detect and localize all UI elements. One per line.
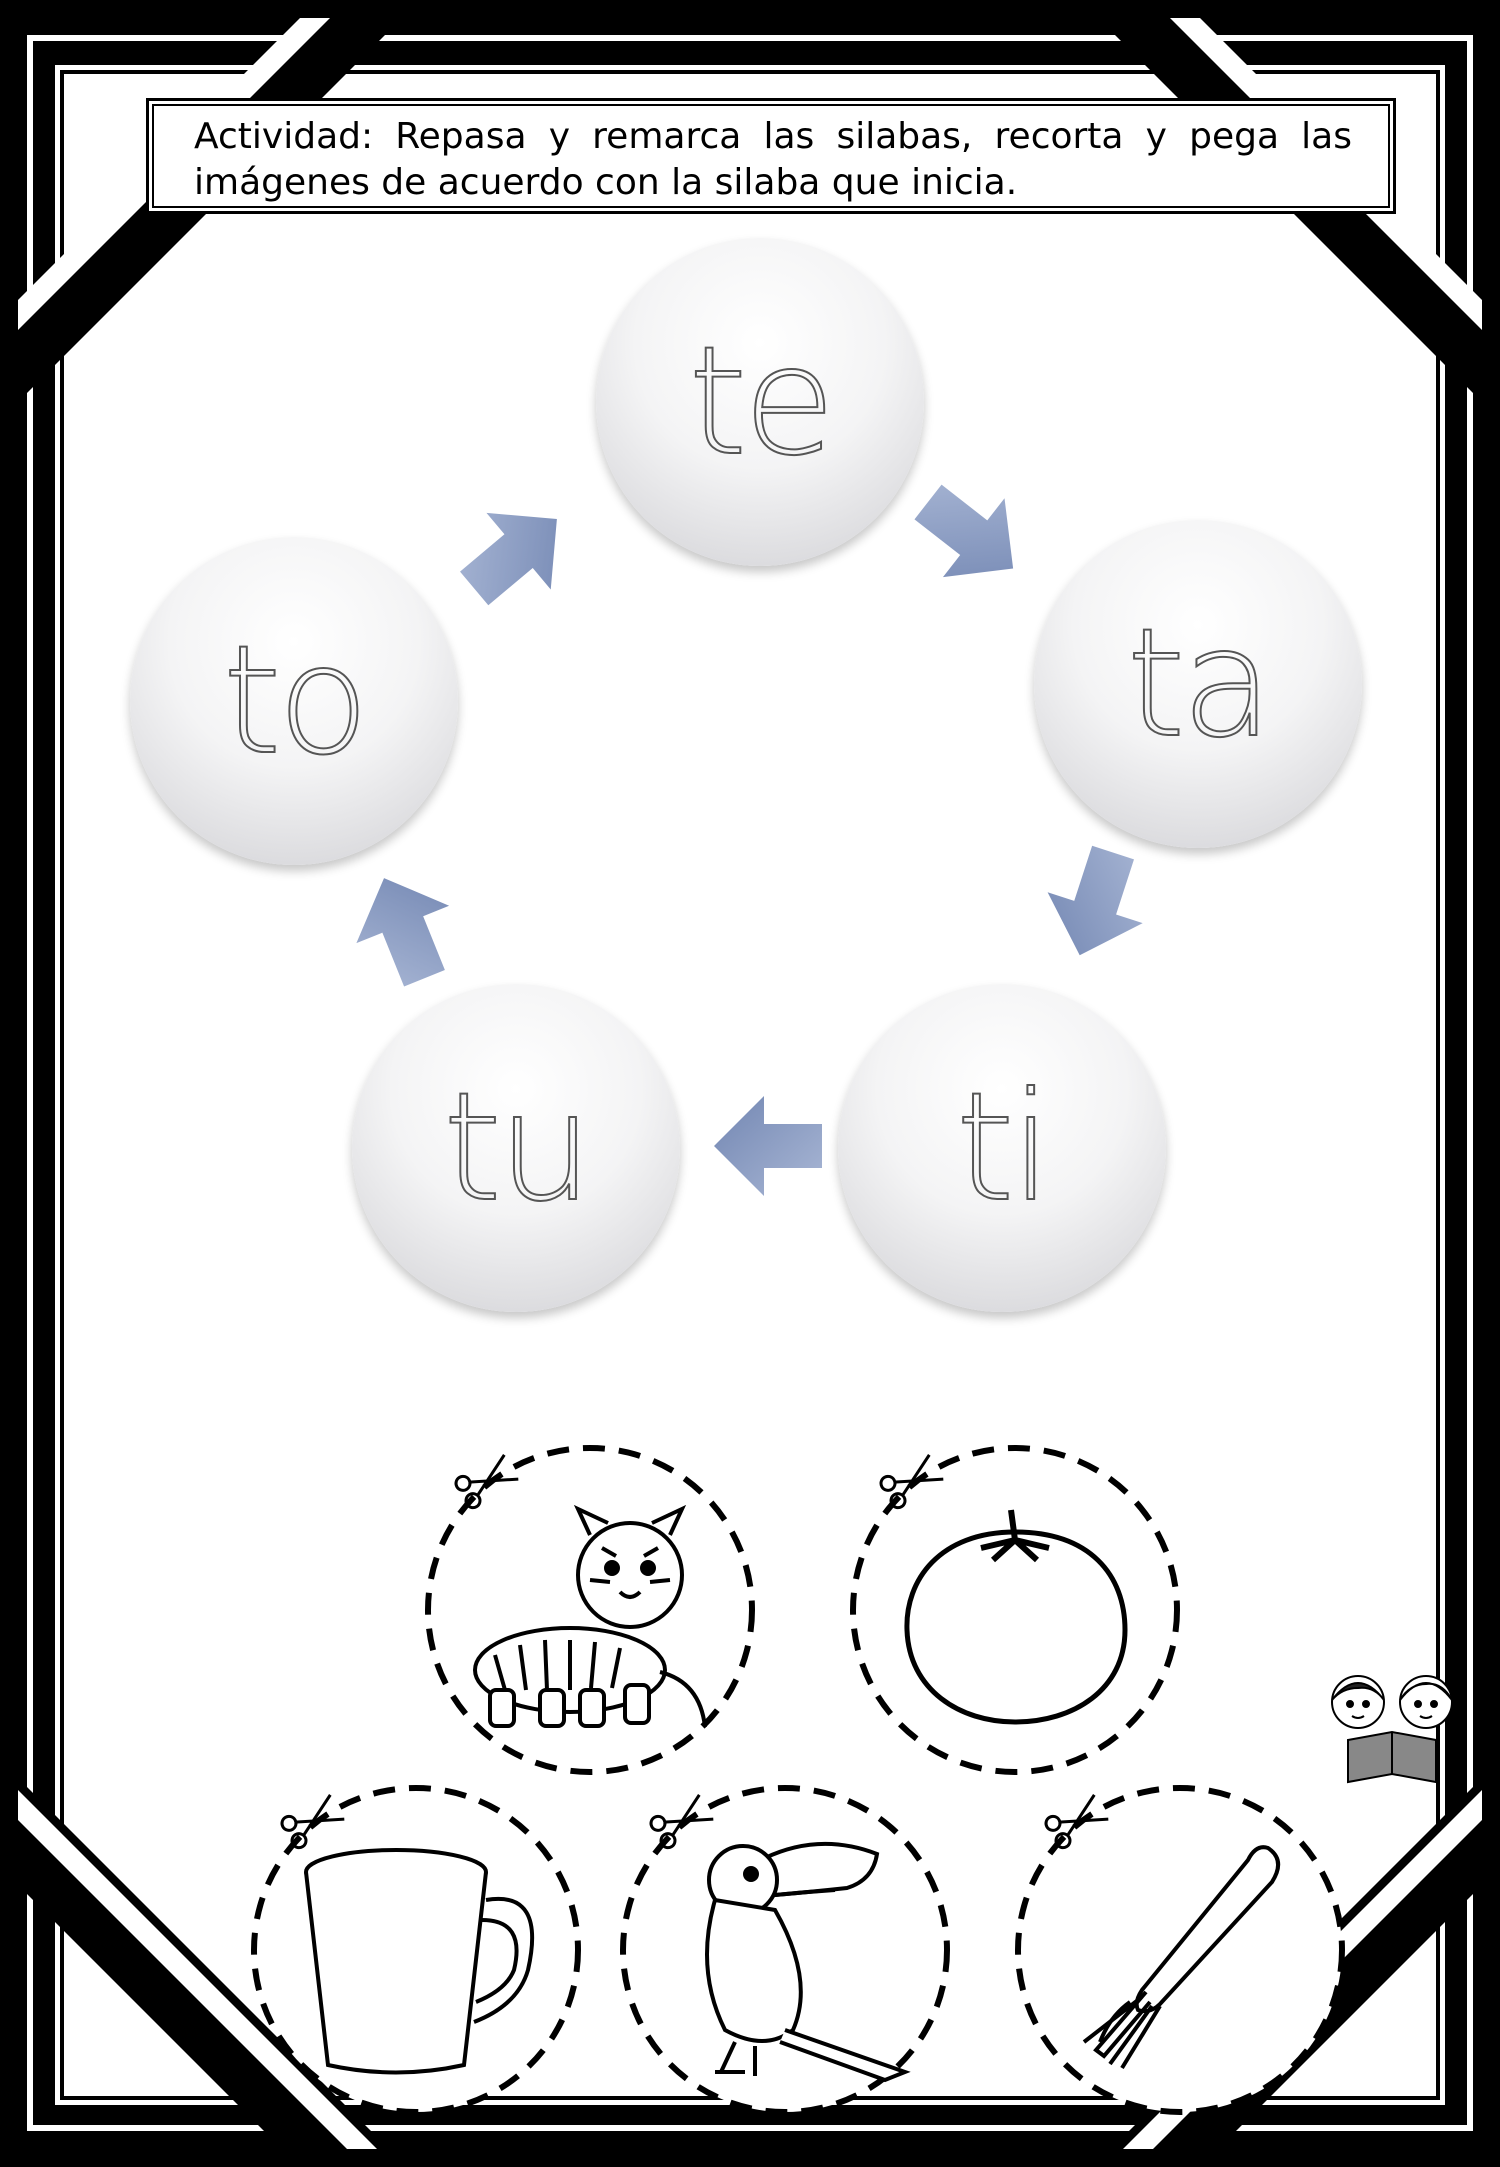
cutout-tigre[interactable] [420,1440,760,1780]
cutout-tenedor[interactable] [1010,1780,1350,2120]
instruction-inner-border: Actividad: Repasa y remarca las silabas,… [152,104,1390,208]
syllable-text-to[interactable]: to [222,614,371,788]
syllable-text-ta[interactable]: ta [1126,597,1275,771]
reading-kids-icon [1331,1675,1453,1784]
syllable-circle-tu: tu [352,984,680,1312]
toucan-icon [705,1841,911,2083]
syllable-circle-ti: ti [838,984,1166,1312]
tomato-icon [904,1509,1128,1725]
syllable-circle-te: te [596,238,924,566]
fork-icon [1082,1845,1280,2070]
tiger-icon [473,1504,707,1728]
frame-inner-line [27,35,1473,2131]
arrow-ta-to-ti-icon [1032,837,1161,971]
scissors-icon [280,1794,345,1850]
syllable-text-ti[interactable]: ti [955,1061,1054,1235]
arrow-tu-to-to-icon [337,859,471,997]
arrow-to-to-te-icon [442,480,590,627]
instruction-text: Actividad: Repasa y remarca las silabas,… [194,116,1352,203]
syllable-text-tu[interactable]: tu [442,1061,594,1235]
instruction-box: Actividad: Repasa y remarca las silabas,… [146,98,1396,214]
scissors-icon [454,1454,519,1510]
cup-icon [304,1848,535,2075]
syllable-text-te[interactable]: te [687,315,836,489]
cutout-tucan[interactable] [615,1780,955,2120]
scissors-icon [879,1454,944,1510]
scissors-icon [1044,1794,1109,1850]
cutout-taza[interactable] [246,1780,586,2120]
syllable-circle-to: to [130,537,458,865]
syllable-circle-ta: ta [1034,520,1362,848]
cutout-tomate[interactable] [845,1440,1185,1780]
arrow-ti-to-tu-icon [714,1096,822,1196]
scissors-icon [649,1794,714,1850]
